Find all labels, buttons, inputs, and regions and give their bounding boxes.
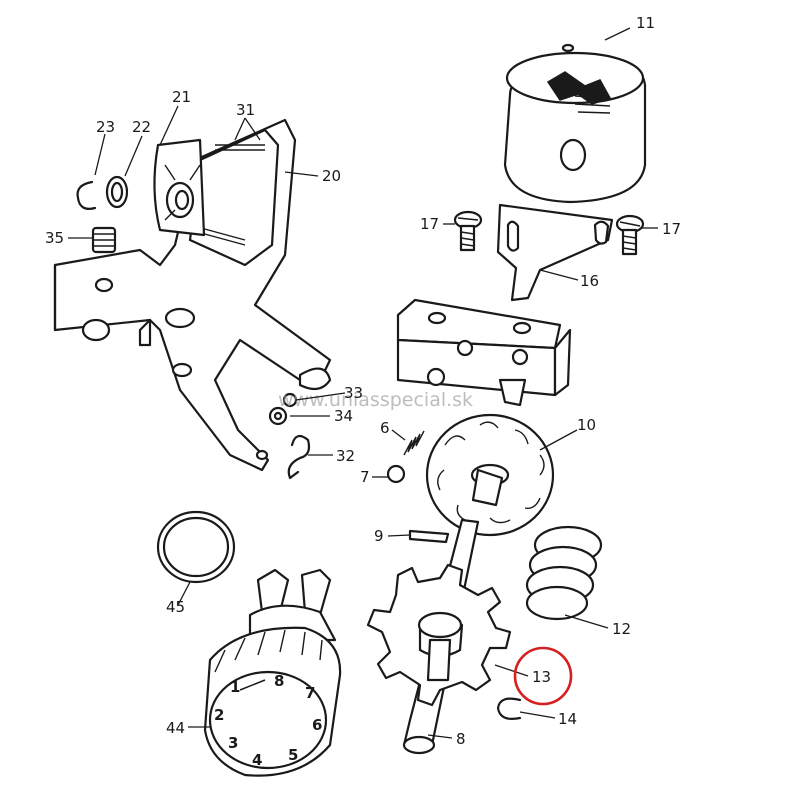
- part-13-star-wheel: [366, 563, 512, 707]
- callout-9: 9: [374, 527, 384, 545]
- part-12-coil-spring: [525, 525, 603, 621]
- callout-35: 35: [45, 229, 64, 247]
- callout-22: 22: [132, 118, 151, 136]
- part-20-main-frame: [53, 118, 332, 472]
- callout-12: 12: [612, 620, 631, 638]
- dial-number-8: 8: [274, 672, 284, 690]
- dial-number-2: 2: [214, 706, 224, 724]
- callout-14: 14: [558, 710, 577, 728]
- dial-number-4: 4: [252, 751, 262, 769]
- part-32-spring-clip: [287, 434, 311, 480]
- dial-number-1: 1: [230, 678, 240, 696]
- callout-7: 7: [360, 468, 370, 486]
- part-10-cam-wheel: [425, 413, 555, 537]
- callout-45: 45: [166, 598, 185, 616]
- part-9-pin: [408, 529, 450, 544]
- part-16-bracket: [496, 203, 614, 302]
- callout-33: 33: [344, 384, 363, 402]
- callout-11: 11: [636, 14, 655, 32]
- leader-lines: [68, 27, 658, 739]
- callout-44: 44: [166, 719, 185, 737]
- part-6-spring: [403, 430, 425, 456]
- part-7-ball: [386, 464, 406, 484]
- dial-number-7: 7: [305, 684, 315, 702]
- callout-6: 6: [380, 419, 390, 437]
- callout-20: 20: [322, 167, 341, 185]
- callout-23: 23: [96, 118, 115, 136]
- part-14-circlip: [496, 697, 522, 720]
- callout-32: 32: [336, 447, 355, 465]
- part-45-ring: [156, 510, 236, 584]
- part-22-washer: [105, 175, 129, 209]
- part-17-screw-right: [615, 214, 645, 256]
- dial-number-3: 3: [228, 734, 238, 752]
- callout-17-right: 17: [662, 220, 681, 238]
- block-housing: [396, 298, 572, 407]
- part-44-knob: [203, 568, 342, 777]
- dial-number-5: 5: [288, 746, 298, 764]
- callout-31: 31: [236, 101, 255, 119]
- callout-8: 8: [456, 730, 466, 748]
- dial-number-6: 6: [312, 716, 322, 734]
- callout-21: 21: [172, 88, 191, 106]
- part-11-cam-drum: [503, 43, 647, 204]
- callout-17-left: 17: [420, 215, 439, 233]
- callout-10: 10: [577, 416, 596, 434]
- callout-34: 34: [334, 407, 353, 425]
- watermark-text: www.uniasspecial.sk: [278, 389, 473, 411]
- part-17-screw-left: [453, 210, 483, 252]
- part-35-screw: [91, 226, 117, 254]
- part-33-34-nut-washer: [268, 392, 298, 426]
- callout-16: 16: [580, 272, 599, 290]
- highlight-circle-part-13: [513, 646, 573, 706]
- callout-13: 13: [532, 668, 551, 686]
- part-23-circlip: [76, 180, 97, 210]
